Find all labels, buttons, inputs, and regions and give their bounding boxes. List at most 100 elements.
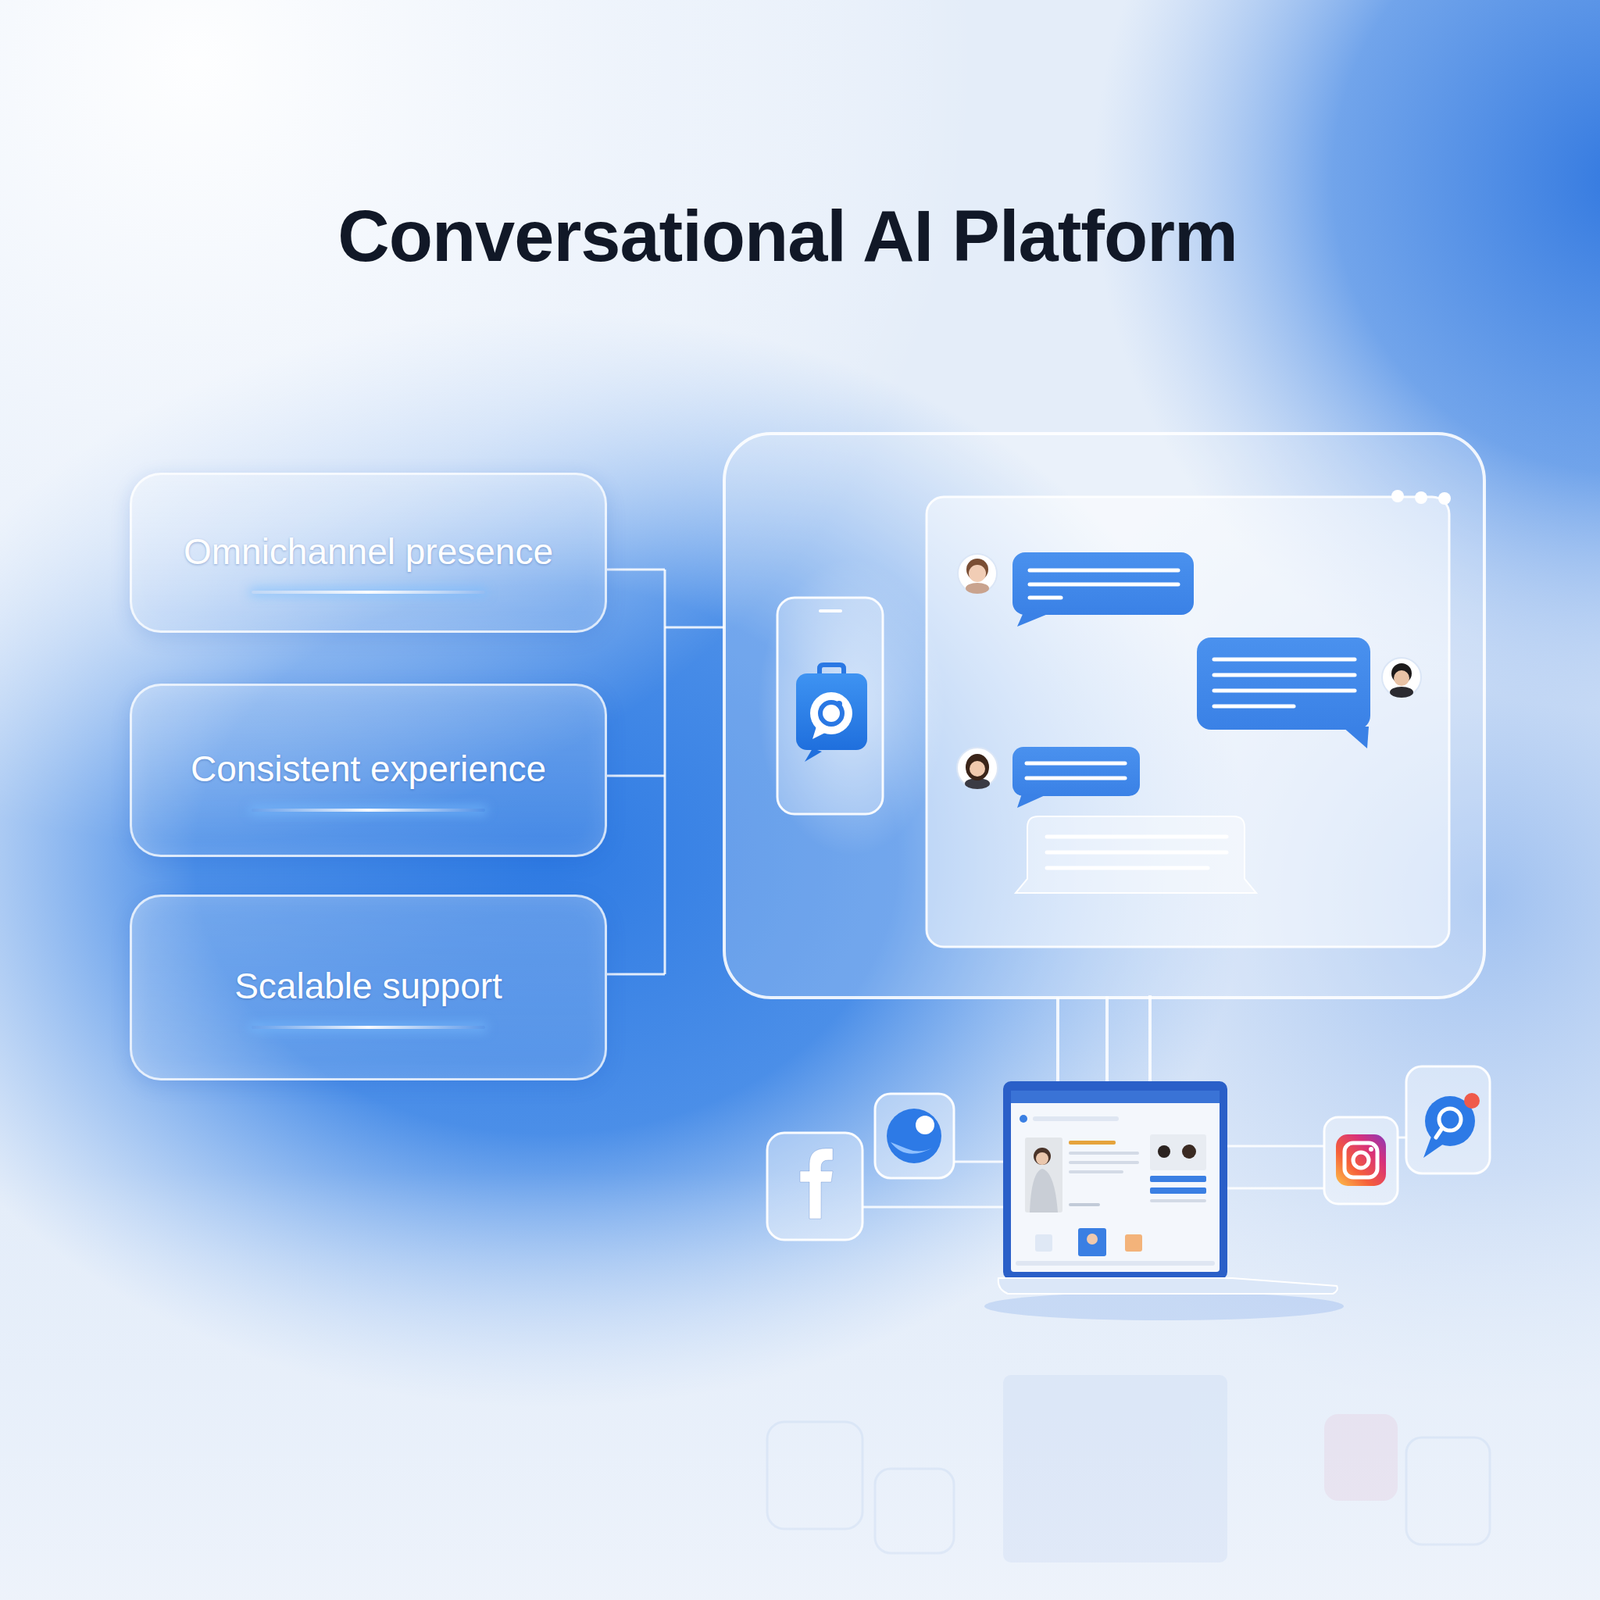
message-line: [1029, 582, 1179, 587]
chat-icon-tail: [1423, 1136, 1444, 1158]
bracket-line: [607, 973, 665, 976]
glow-underline: [251, 1025, 485, 1029]
reflection-shape: [1003, 1375, 1228, 1563]
stand-line: [1105, 996, 1109, 1082]
chat-bubble: [1196, 637, 1371, 730]
chat-bubble: [1012, 552, 1194, 615]
laptop-ui-bar: [1150, 1175, 1207, 1183]
laptop-shadow: [984, 1292, 1344, 1321]
message-lines: [1026, 763, 1125, 779]
chat-panel: [926, 496, 1450, 947]
message-line: [1029, 568, 1179, 573]
laptop-thumb: [1125, 1234, 1143, 1252]
avatar-circle: [957, 553, 997, 593]
laptop-photo-figure: [1029, 1168, 1058, 1213]
avatar: [1382, 657, 1422, 698]
laptop-video-figure: [1157, 1145, 1171, 1158]
chat-bubble: [1012, 746, 1140, 797]
notification-dot: [1464, 1092, 1480, 1109]
feature-box: Scalable support: [129, 894, 608, 1081]
feature-label: Consistent experience: [190, 747, 547, 791]
message-line: [1214, 657, 1355, 662]
chat-bubble-tail: [1017, 612, 1052, 627]
avatar-hair: [965, 753, 990, 781]
avatar-face: [968, 564, 986, 583]
laptop-thumb: [1035, 1234, 1053, 1252]
laptop-ui-line: [1015, 1260, 1215, 1266]
avatar-shoulders: [1389, 686, 1414, 698]
stand-line: [1148, 995, 1152, 1082]
app-icon-tail: [804, 748, 822, 762]
message-line: [1046, 835, 1227, 840]
feature-label: Scalable support: [234, 964, 503, 1008]
avatar-face: [969, 760, 986, 777]
chat-bubble-tail: [1017, 793, 1049, 808]
laptop-ui-line: [1150, 1199, 1207, 1203]
laptop-screen: [1010, 1090, 1220, 1272]
icon-wire: [1397, 1136, 1407, 1140]
avatar-face: [1393, 670, 1410, 686]
message-line: [1214, 704, 1294, 709]
messenger-icon-frame: [875, 1093, 954, 1179]
message-line: [1214, 689, 1355, 693]
laptop-video: [1150, 1134, 1207, 1171]
chat-bubble-tail: [1342, 726, 1369, 749]
laptop-ui-line: [1032, 1116, 1119, 1122]
icon-wire: [1227, 1187, 1325, 1190]
message-lines: [1029, 570, 1179, 598]
instagram-icon-frame: [1324, 1117, 1398, 1204]
laptop-base: [998, 1278, 1338, 1294]
chat-icon-frame: [1406, 1066, 1490, 1174]
message-lines: [1214, 659, 1355, 707]
message-line: [1026, 761, 1125, 766]
reflection-shape: [1324, 1414, 1398, 1501]
avatar: [957, 553, 997, 594]
laptop-ui-line: [1068, 1140, 1116, 1145]
messenger-icon: [886, 1108, 942, 1164]
reflection-shape: [767, 1421, 863, 1529]
messenger-icon-dot: [915, 1115, 935, 1135]
glow-underline: [251, 808, 485, 812]
message-line: [1026, 776, 1125, 781]
feature-label: Omnichannel presence: [183, 530, 554, 574]
avatar-circle: [1382, 657, 1422, 697]
avatar-circle: [957, 747, 998, 789]
app-icon: [796, 673, 868, 750]
reflection: [767, 1375, 1490, 1563]
title: Conversational AI Platform: [337, 195, 1238, 278]
laptop-ui-dot: [1019, 1114, 1028, 1123]
avatar: [957, 747, 998, 790]
message-line: [1214, 673, 1355, 678]
laptop-ui-line: [1068, 1151, 1140, 1155]
feature-box: Omnichannel presence: [129, 472, 608, 633]
messenger-icon-highlight: [890, 1142, 935, 1154]
laptop-photo-figure: [1035, 1152, 1049, 1165]
app-icon-bubble-tail: [812, 726, 825, 740]
app-icon-dot: [835, 700, 843, 708]
reflection-shape: [875, 1468, 954, 1554]
stand-line: [1056, 997, 1060, 1082]
phone: [777, 597, 883, 815]
facebook-icon-frame: [767, 1132, 863, 1240]
bracket-lines: [607, 569, 725, 975]
reflection-shape: [1406, 1437, 1490, 1545]
phone-speaker: [820, 609, 841, 613]
laptop-thumb-figure: [1086, 1233, 1098, 1245]
feature-box: Consistent experience: [129, 683, 608, 858]
icon-wire: [1227, 1145, 1325, 1148]
laptop-ui-line: [1068, 1170, 1124, 1174]
instagram-logo: [1335, 1134, 1386, 1186]
laptop-ui-bar: [1150, 1187, 1207, 1194]
laptop-photo-figure: [1033, 1147, 1051, 1165]
instagram-logo-lens: [1353, 1152, 1369, 1168]
bracket-line: [607, 568, 665, 572]
instagram-logo-dot: [1368, 1146, 1374, 1152]
avatar-shoulders: [965, 582, 990, 594]
laptop-video-figure: [1182, 1144, 1197, 1159]
bracket-line: [664, 569, 667, 975]
